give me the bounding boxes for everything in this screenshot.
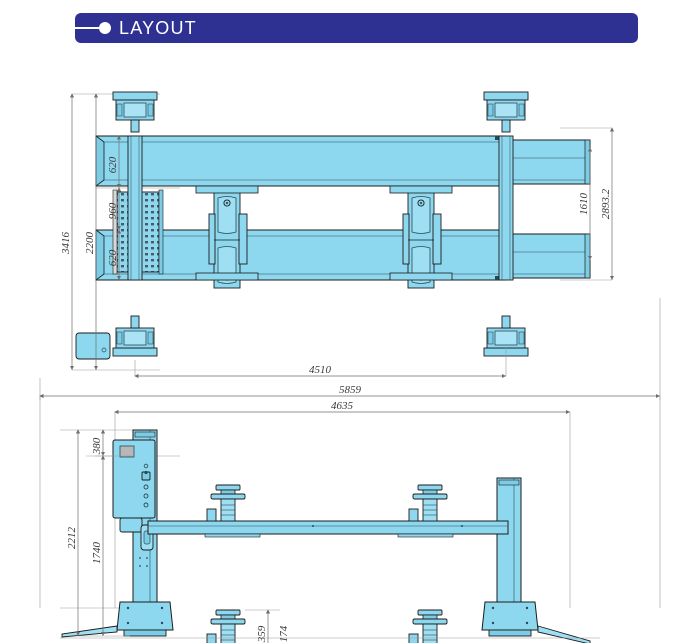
- dimensions-overall: 5859 4635: [39, 384, 661, 608]
- control-box: [112, 439, 156, 567]
- dim-jack-height: 359: [256, 625, 268, 643]
- bullet-dot-icon: [99, 22, 111, 34]
- dim-overall-height: 2212: [66, 527, 78, 550]
- cross-rail-right: [498, 135, 514, 281]
- side-view: 2212 1740 380 359 174: [60, 429, 600, 643]
- dimensions-top-view-left: [69, 93, 122, 370]
- dim-runway-span: 2200: [84, 232, 96, 255]
- post-top-left: [112, 91, 158, 133]
- dimensions-top-view-right: [587, 127, 615, 280]
- runway-upper: [95, 135, 591, 187]
- dim-inner-clearance: 960: [107, 202, 119, 219]
- post-top-right: [483, 91, 529, 133]
- page-title: LAYOUT: [119, 18, 197, 38]
- dim-lifting-height: 1740: [91, 542, 103, 565]
- dim-post-centers-length: 4510: [309, 364, 332, 376]
- approach-ramp-left: [61, 625, 118, 638]
- dim-overall-width: 3416: [60, 232, 72, 256]
- base-plate-left: [61, 601, 174, 638]
- side-jack-upper-right: [408, 484, 448, 522]
- dimensions-side-view-inner: [265, 609, 271, 643]
- side-jack-upper-left: [206, 484, 246, 522]
- runway-beam-upper: [147, 520, 509, 538]
- runway-lower: [95, 229, 591, 281]
- post-bottom-left: [112, 315, 158, 357]
- column-right: [496, 477, 522, 603]
- section-title-bar: LAYOUT: [67, 13, 638, 43]
- dim-post-centers-width: 1610: [578, 193, 590, 216]
- dim-runway-height: 174: [278, 625, 290, 642]
- dim-runway-width-bottom: 620: [107, 249, 119, 266]
- power-unit: [75, 332, 111, 360]
- dim-overall-length: 5859: [339, 384, 362, 396]
- push-button-2: [143, 493, 149, 499]
- base-plate-right: [481, 601, 591, 643]
- dim-runway-width-top: 620: [107, 156, 119, 173]
- approach-ramp: [537, 625, 591, 643]
- top-view: 3416 2200 620 960 620 1610 2893.2 451: [39, 91, 661, 400]
- dim-runway-length: 4635: [331, 400, 354, 412]
- technical-drawing-canvas: 3416 2200 620 960 620 1610 2893.2 451: [0, 48, 700, 643]
- push-button-3: [143, 502, 149, 508]
- dim-control-box-height: 380: [91, 437, 103, 455]
- push-button-1: [143, 484, 149, 490]
- indicator-light: [143, 463, 149, 469]
- title-lead-line: [67, 27, 105, 29]
- display-panel: [119, 445, 135, 458]
- dimensions-side-view-left: [75, 429, 106, 636]
- dim-overall-outer-width: 2893.2: [600, 188, 612, 219]
- cross-rail-left: [127, 135, 143, 281]
